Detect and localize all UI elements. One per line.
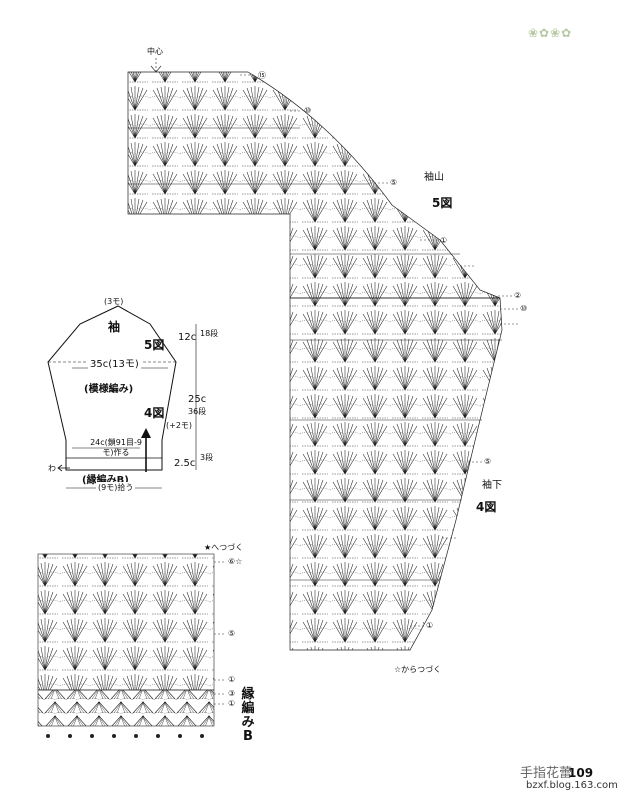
row-marker: ⑩ — [304, 106, 312, 115]
schematic-top-label: (3モ) — [104, 297, 124, 306]
row-marker: ⑤ — [484, 457, 492, 466]
border-b-schematic-label: (縁編みB) — [82, 475, 129, 486]
row-marker: ⑩ — [520, 304, 528, 313]
sleeve-cap-chart — [127, 71, 501, 299]
row-marker: ⑮ — [258, 71, 266, 80]
cuff-rows-label: 3段 — [200, 453, 214, 462]
width-label: 35c(13モ) — [88, 355, 141, 370]
sleeve-schematic-outline — [47, 305, 177, 471]
underarm-label: 袖下 — [482, 480, 502, 491]
body-height-label: 25c — [188, 394, 207, 405]
underarm-figure-label: 4図 — [476, 500, 497, 514]
cap-rows-label: 18段 — [200, 329, 219, 338]
detail-chart — [37, 553, 215, 691]
sleeve-body-chart — [289, 297, 503, 651]
center-label: 中心 — [147, 47, 163, 56]
continue-from-label: ☆からつづく — [394, 665, 442, 674]
border-b-chart — [37, 689, 215, 727]
row-marker: ② — [514, 291, 522, 300]
watermark-text: 手指花蕾 — [520, 766, 573, 781]
row-marker: ① — [426, 621, 434, 630]
increase-label: (+2モ) — [166, 421, 193, 430]
page-number: 109 — [568, 766, 594, 780]
row-marker: ⑤ — [228, 629, 236, 638]
pickup-label: (9モ)拾う — [96, 482, 136, 493]
ring-label: わ — [48, 464, 56, 473]
cap-height-label: 12c — [178, 332, 197, 343]
star-marker: ⑥☆ — [228, 557, 243, 566]
body-rows-label: 36段 — [188, 407, 207, 416]
body-figure-label: 4図 — [144, 406, 165, 420]
blog-url: bzxf.blog.163.com — [526, 780, 618, 791]
start-chain-label: 24c(鎖91目-9モ)作る — [90, 438, 142, 457]
ornament-flowers: ❀✿❀✿ — [528, 26, 573, 40]
cuff-height-label: 2.5c — [174, 458, 196, 469]
border-b-label: 縁編みB — [241, 687, 255, 744]
row-marker: ① — [228, 675, 236, 684]
row-marker: ③ — [228, 689, 236, 698]
row-marker: ⑤ — [390, 178, 398, 187]
schematic-title: 袖 — [108, 320, 121, 334]
row-marker: ① — [440, 236, 448, 245]
row-marker: ① — [228, 699, 236, 708]
cap-figure-label: 5図 — [432, 196, 453, 210]
pattern-label: (模様編み) — [84, 384, 134, 395]
cap-label: 袖山 — [424, 172, 444, 183]
continue-to-label: ★へつづく — [204, 543, 244, 552]
schematic-title-figure: 5図 — [144, 338, 165, 352]
